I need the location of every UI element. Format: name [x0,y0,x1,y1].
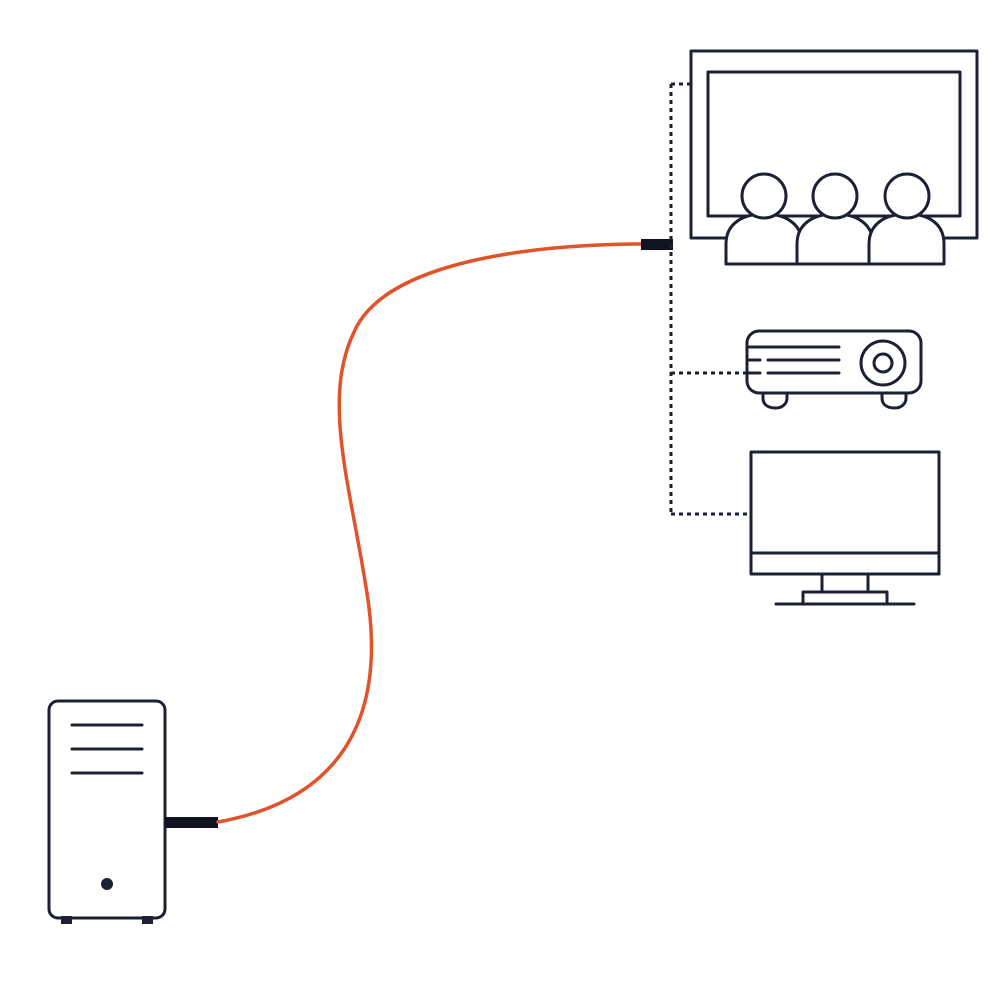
source-connector [165,817,218,828]
projector-icon [745,329,923,410]
splitter-connector [641,239,673,250]
desktop-monitor-icon [749,450,941,606]
cinema-screen-audience-icon [689,49,979,266]
tower-computer-icon [47,699,167,924]
signal-cable [216,242,644,824]
dotted-distribution-links [669,82,750,516]
